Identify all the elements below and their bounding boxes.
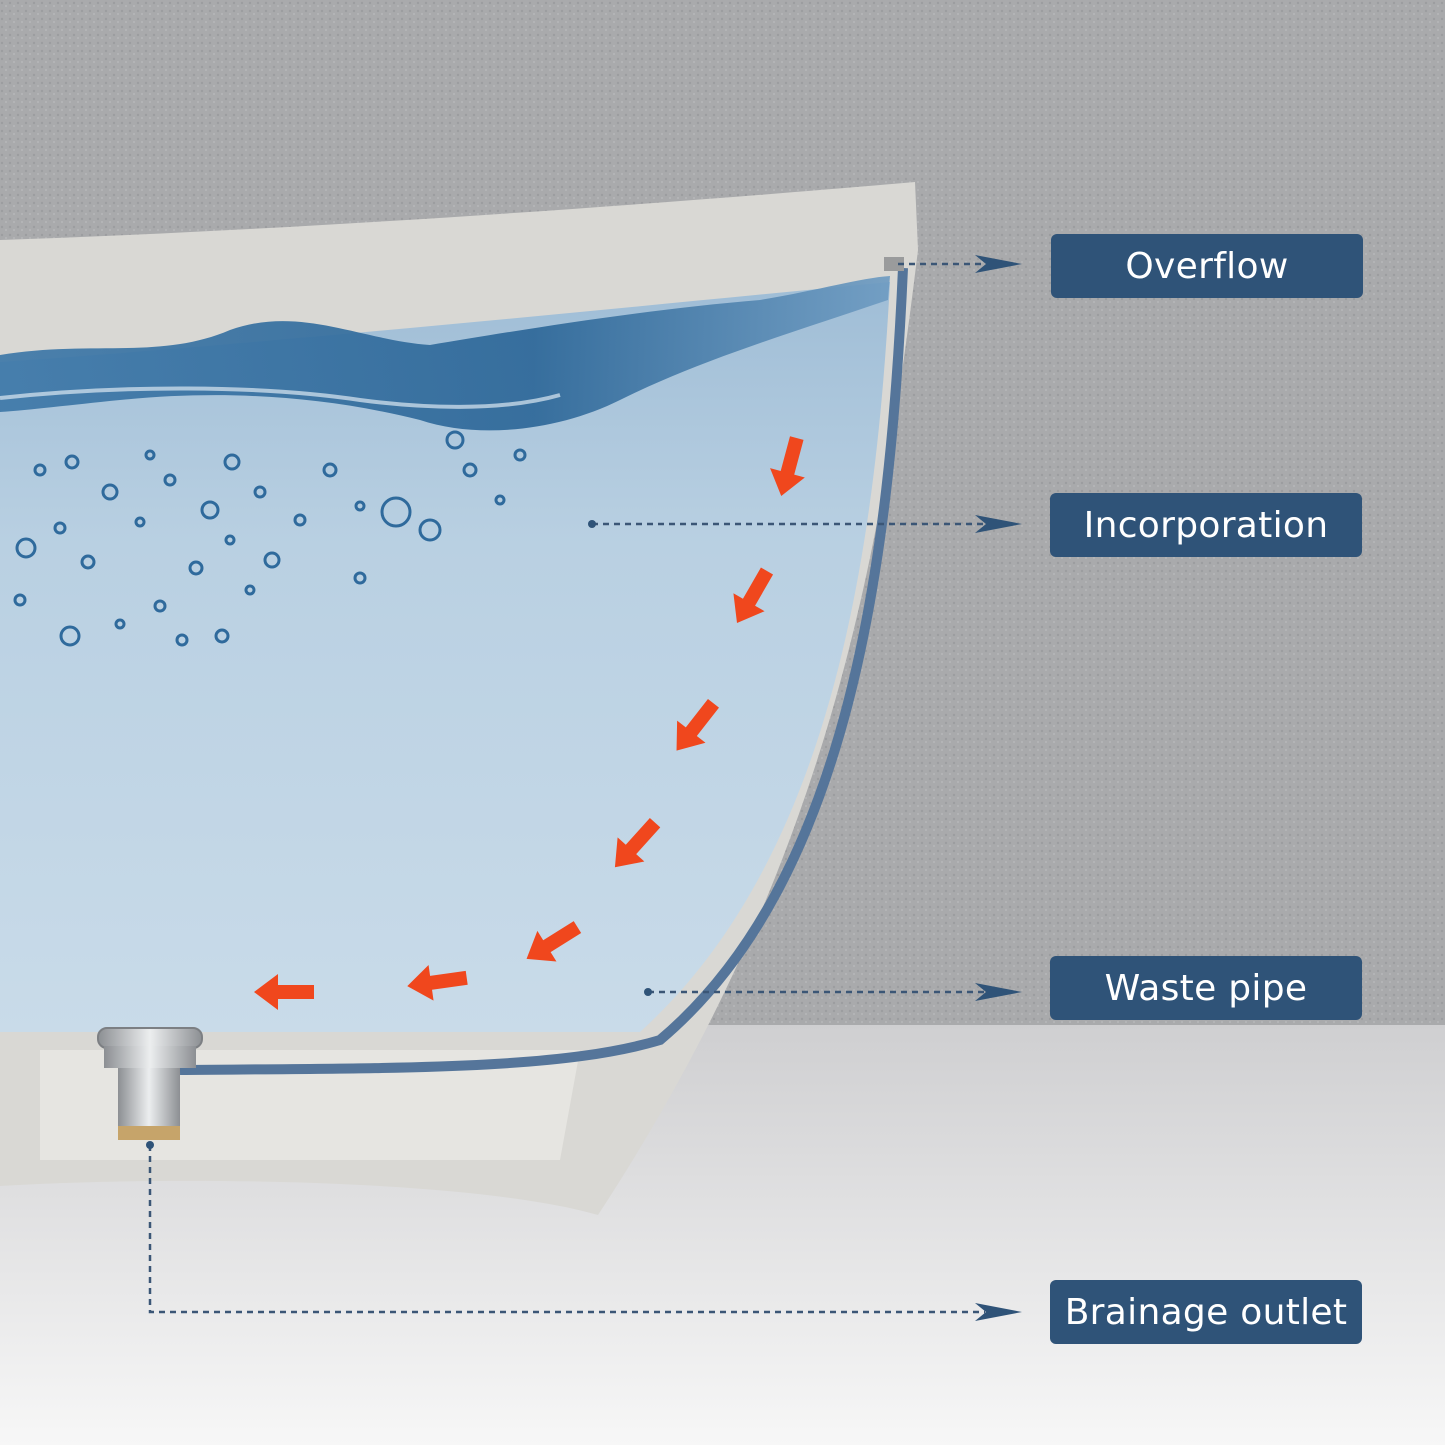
leader-line-brainage-outlet [148, 1145, 985, 1314]
water-body [0, 282, 890, 1032]
bubble-icon [13, 430, 527, 647]
overflow-fitting [884, 257, 904, 271]
arrow-down-left-icon [770, 436, 805, 496]
leader-lines [148, 262, 985, 1314]
arrow-down-left-icon [614, 818, 661, 868]
flow-arrows [254, 436, 805, 1010]
pop-up-drain-icon [97, 1027, 203, 1140]
water-surface [0, 276, 890, 431]
label-incorporation: Incorporation [1050, 493, 1362, 557]
leader-arrowheads [146, 255, 1022, 1321]
label-overflow: Overflow [1051, 234, 1363, 298]
arrow-down-left-icon [676, 699, 719, 751]
label-brainage-outlet: Brainage outlet [1050, 1280, 1362, 1344]
arrow-down-left-icon [407, 965, 468, 1001]
arrow-down-left-icon [526, 921, 582, 962]
arrow-down-left-icon [733, 567, 774, 623]
water-surface-highlight [0, 386, 561, 409]
waste-pipe [179, 267, 908, 1075]
label-waste-pipe: Waste pipe [1050, 956, 1362, 1020]
arrow-down-left-icon [254, 974, 314, 1010]
